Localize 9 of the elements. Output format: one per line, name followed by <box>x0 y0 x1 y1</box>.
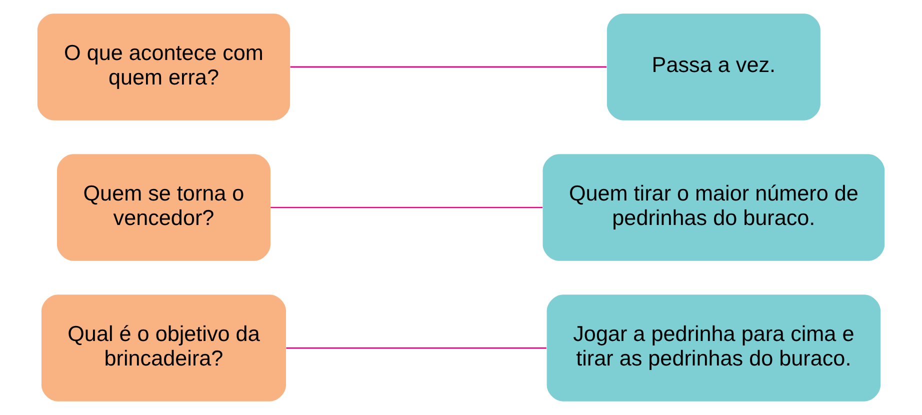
node-box: Passa a vez. <box>606 14 820 120</box>
node-box: Qual é o objetivo da brincadeira? <box>41 294 286 402</box>
node-box: Quem se torna o vencedor? <box>57 154 270 261</box>
node-box: Quem tirar o maior número de pedrinhas do buraco. <box>542 154 885 261</box>
connector <box>270 206 543 208</box>
node-box: O que acontece com quem erra? <box>37 14 290 120</box>
connector <box>290 66 607 68</box>
node-box: Jogar a pedrinha para cima e tirar as pedrinhas do buraco. <box>546 294 881 402</box>
connector <box>286 347 546 349</box>
